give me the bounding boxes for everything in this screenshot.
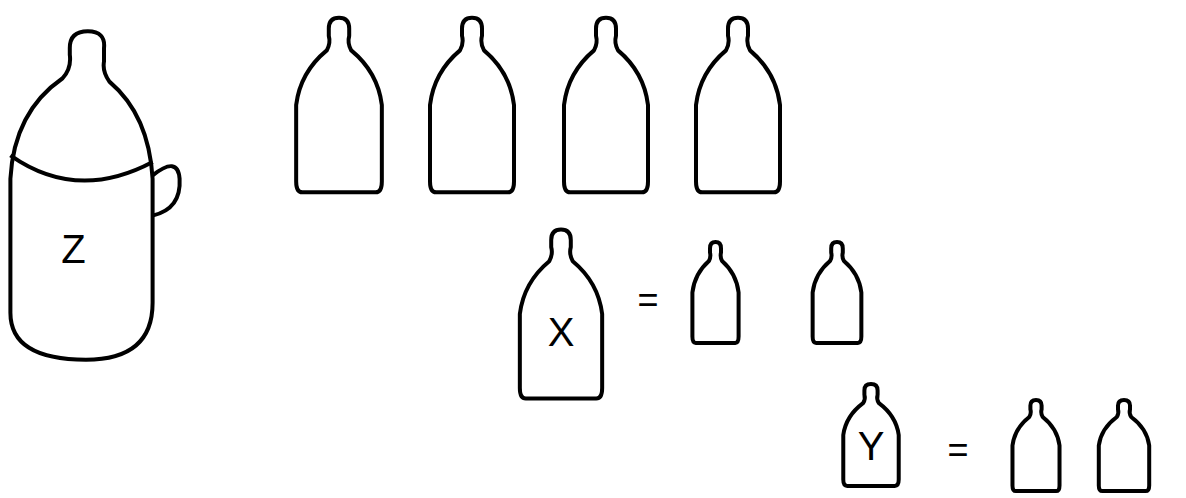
bottle-shape: X bbox=[512, 226, 610, 402]
bottle-shape: Y bbox=[838, 382, 904, 488]
outline-stroke bbox=[520, 230, 602, 399]
letter-label: Y bbox=[858, 426, 885, 466]
letter-label: Z bbox=[61, 229, 85, 269]
outline-stroke bbox=[153, 166, 180, 215]
equals-sign: = bbox=[637, 282, 658, 318]
jug-shape: Z bbox=[5, 28, 185, 363]
outline-stroke bbox=[10, 155, 152, 180]
letter-label: X bbox=[548, 312, 575, 352]
outline-stroke bbox=[10, 31, 152, 359]
jug-outline bbox=[5, 28, 185, 363]
equals-sign: = bbox=[947, 432, 968, 468]
outline-stroke bbox=[843, 384, 898, 486]
